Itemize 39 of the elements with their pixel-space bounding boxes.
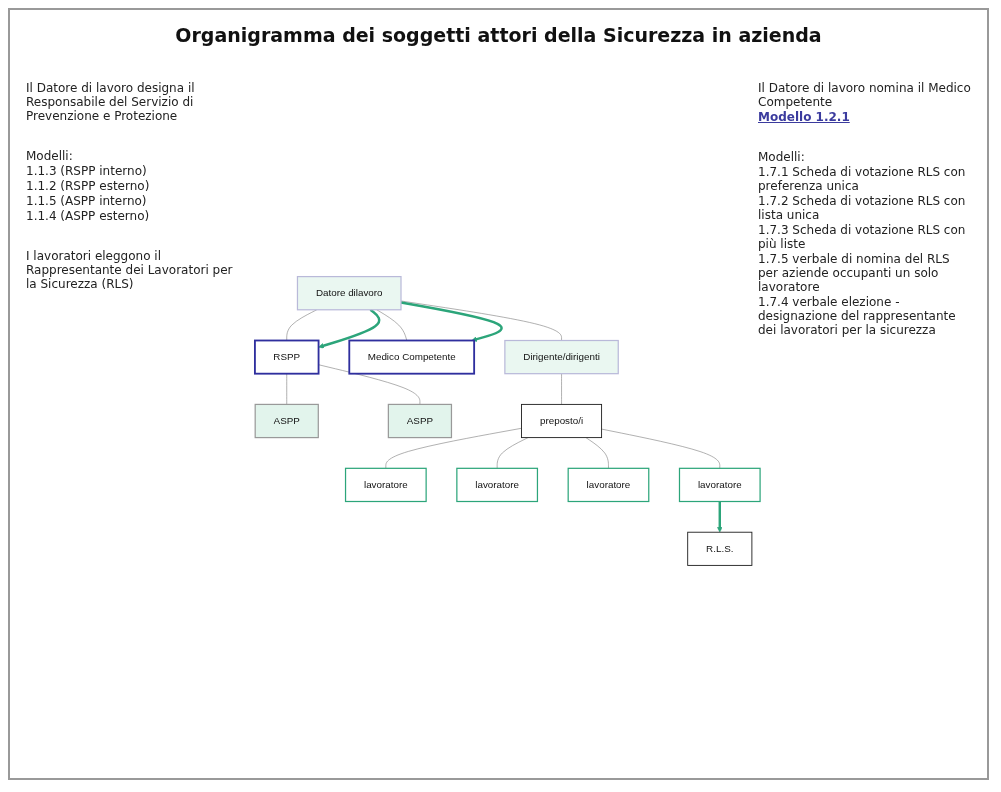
- note-text: I lavoratori eleggono il Rappresentante dei Lavoratori per la Sicurezza (RLS): [26, 249, 234, 291]
- arrow: [717, 501, 723, 533]
- connector: [601, 428, 721, 469]
- node-box: lavoratore: [567, 467, 650, 503]
- connector: [286, 373, 288, 405]
- diagram-title: Organigramma dei soggetti attori della Sicurezza in azienda: [174, 24, 823, 46]
- node-box: RSPP: [254, 339, 320, 375]
- node-box: Medico Competente: [348, 339, 476, 375]
- model-link: Modello 1.2.1: [758, 110, 851, 124]
- arrow: [318, 308, 381, 349]
- note-text: 1.7.5 verbale di nomina del RLS per aziende occupanti un solo lavoratore: [758, 252, 951, 294]
- note-text: 1.1.4 (ASPP esterno): [26, 209, 151, 223]
- note-text: 1.7.3 Scheda di votazione RLS con più liste: [758, 223, 967, 251]
- note-text: 1.7.4 verbale elezione - designazione del rappresentante dei lavoratori per la sicurezza: [758, 295, 957, 337]
- connector: [376, 309, 408, 341]
- note-text: 1.1.3 (RSPP interno): [26, 164, 148, 178]
- note-text: 1.7.1 Scheda di votazione RLS con preferenza unica: [758, 165, 967, 193]
- note-text: Il Datore di lavoro designa il Responsabile del Servizio di Prevenzione e Protezione: [26, 81, 196, 123]
- note-text: Modelli:: [758, 150, 806, 164]
- connector: [286, 309, 318, 341]
- node-box: lavoratore: [344, 467, 427, 503]
- connector: [496, 437, 529, 469]
- node-box: ASPP: [387, 403, 453, 439]
- node-box: ASPP: [254, 403, 319, 439]
- note-text: 1.1.5 (ASPP interno): [26, 194, 148, 208]
- note-text: Il Datore di lavoro nomina il Medico Competente: [758, 81, 972, 109]
- node-box: lavoratore: [456, 467, 539, 503]
- node-box: Dirigente/dirigenti: [504, 339, 619, 375]
- note-text: 1.1.2 (RSPP esterno): [26, 179, 151, 193]
- connector: [385, 427, 522, 469]
- note-text: 1.7.2 Scheda di votazione RLS con lista unica: [758, 194, 967, 222]
- connector: [318, 364, 421, 405]
- node-box: Datore dilavoro: [296, 276, 402, 311]
- connector: [585, 437, 609, 469]
- node-box: preposto/i: [521, 403, 603, 439]
- node-box: R.L.S.: [687, 531, 753, 566]
- connector: [561, 373, 562, 405]
- node-box: lavoratore: [678, 467, 761, 503]
- note-text: Modelli:: [26, 149, 74, 163]
